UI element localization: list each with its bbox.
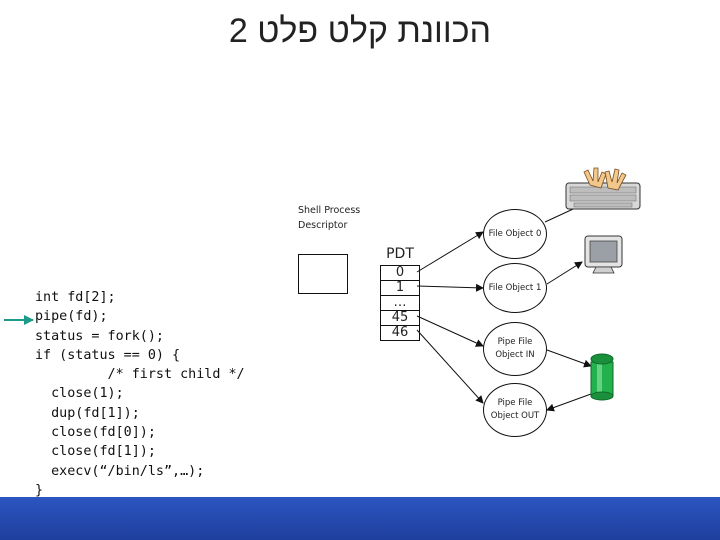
pdt-arrow-0 xyxy=(416,231,484,273)
keyboard-icon xyxy=(565,167,641,210)
code-line: close(fd[0]); xyxy=(35,425,156,441)
code-line: int fd[2]; xyxy=(35,290,116,305)
pipe-file-object-out: Pipe File Object OUT xyxy=(483,383,547,437)
pdt-title: PDT xyxy=(386,246,414,262)
pdt-entry: 0 xyxy=(381,266,419,281)
code-line: close(fd[1]); xyxy=(35,444,156,460)
pdt-arrow-46 xyxy=(416,329,484,404)
pipe-out-arrow xyxy=(546,393,592,412)
code-line: status = fork(); xyxy=(35,328,164,344)
code-line: close(1); xyxy=(35,386,124,402)
monitor-icon xyxy=(584,235,623,274)
code-line: } xyxy=(35,482,44,498)
footer-bar xyxy=(0,497,720,540)
pdt-table: 0 1 … 45 46 xyxy=(380,265,420,341)
shell-process-box xyxy=(298,254,348,294)
code-line: /* first child */ xyxy=(35,367,245,383)
shell-process-label: Shell Process Descriptor xyxy=(298,205,361,231)
file1-to-monitor-arrow xyxy=(546,261,583,285)
pdt-entry: 45 xyxy=(381,311,419,326)
pdt-entry: … xyxy=(381,296,419,311)
file-object-1: File Object 1 xyxy=(483,263,547,313)
pdt-arrow-45 xyxy=(416,315,484,347)
pipe-in-arrow xyxy=(546,349,592,368)
code-block: int fd[2]; pipe(fd); status = fork(); if… xyxy=(35,288,245,500)
pipe-file-object-in: Pipe File Object IN xyxy=(483,322,547,376)
pdt-entry: 46 xyxy=(391,325,409,340)
code-line: dup(fd[1]); xyxy=(35,405,140,421)
file-object-0: File Object 0 xyxy=(483,209,547,259)
slide-title: הכוונת קלט פלט 2 xyxy=(228,12,492,50)
code-line: if (status == 0) { xyxy=(35,347,181,363)
pdt-entry: 1 xyxy=(381,281,419,296)
code-line: pipe(fd); xyxy=(35,309,108,325)
pdt-arrow-1 xyxy=(416,283,484,292)
code-line: execv(“/bin/ls”,…); xyxy=(35,463,205,479)
pipe-icon xyxy=(590,353,614,401)
